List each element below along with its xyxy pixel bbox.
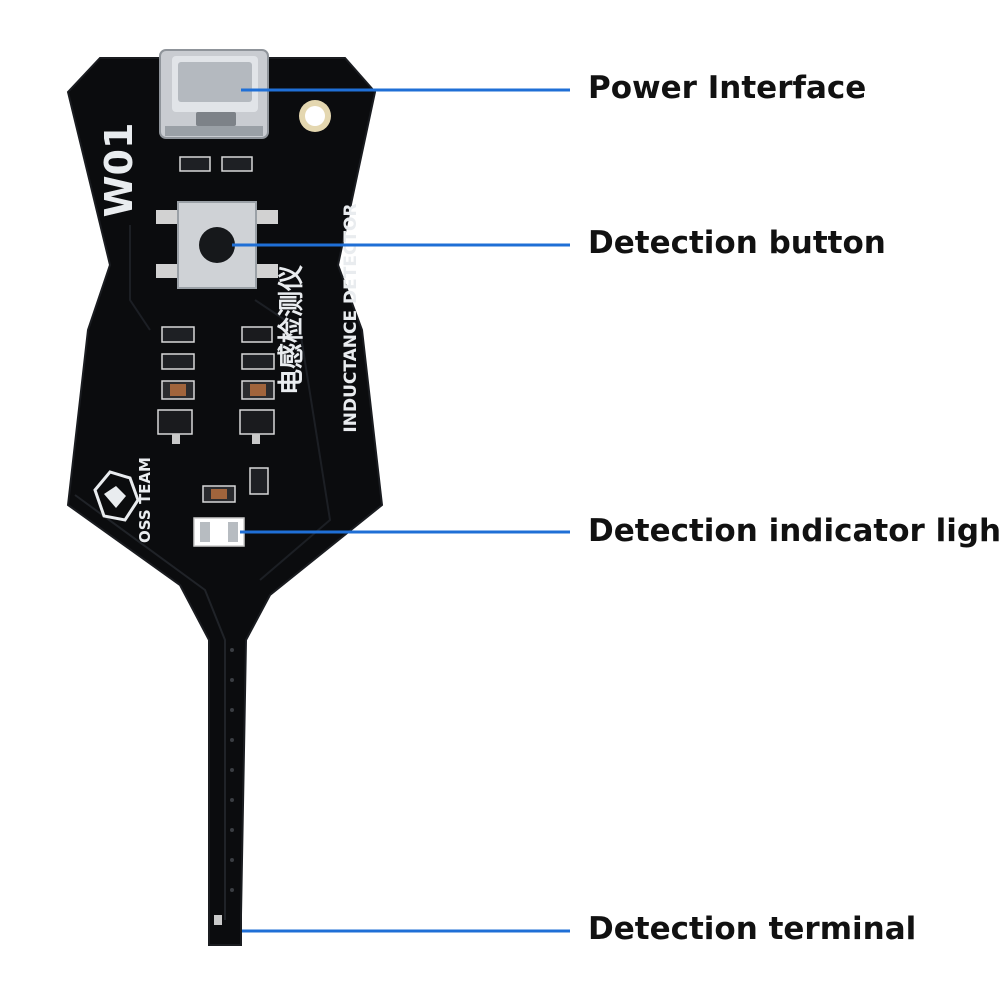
callout-detection-button: Detection button [588, 225, 886, 261]
indicator-led [193, 485, 245, 547]
stem-vias [230, 648, 234, 892]
leader-lines [232, 88, 570, 933]
terminal-pad [214, 915, 222, 925]
tactile-button [156, 201, 278, 289]
brand-logo-icon [93, 470, 140, 522]
left-component-column [157, 326, 195, 444]
pcb-trace [254, 299, 332, 581]
pcb-trace [129, 225, 151, 331]
smd-resistor-pair [179, 156, 253, 172]
english-title: INDUCTANCE DETECTOR [341, 203, 361, 432]
callout-detection-terminal: Detection terminal [588, 911, 917, 947]
callout-detection-indicator-light: Detection indicator light [588, 513, 1000, 549]
model-label: W01 [97, 123, 141, 218]
callout-power-interface: Power Interface [588, 70, 867, 106]
pcb-trace [74, 494, 226, 920]
brand-label: OSS TEAM [136, 457, 154, 543]
mounting-hole-inner [305, 106, 325, 126]
usb-c-port [159, 49, 269, 139]
right-component-column [239, 326, 275, 495]
chinese-title: 电感检测仪 [276, 264, 307, 395]
